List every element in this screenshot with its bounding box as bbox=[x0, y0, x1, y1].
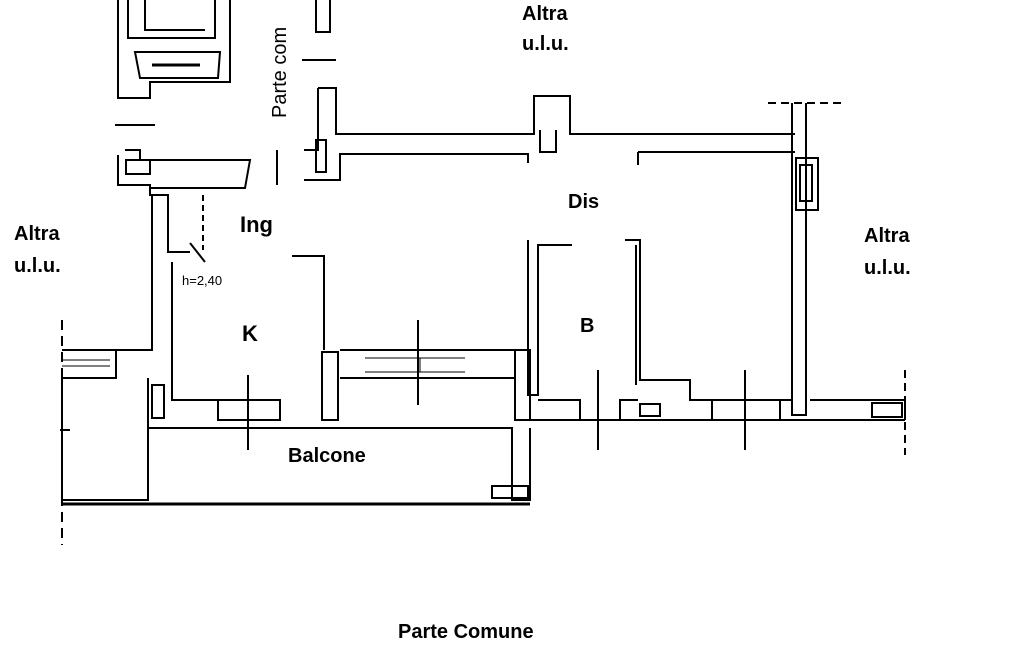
label-parte-com: Parte com bbox=[269, 26, 291, 118]
label-parte-comune: Parte Comune bbox=[398, 621, 534, 643]
label-height: h=2,40 bbox=[182, 273, 223, 288]
label-ing: Ing bbox=[240, 212, 273, 237]
label-altra-left-1: Altra bbox=[14, 223, 60, 245]
k-inner-wall bbox=[171, 262, 218, 401]
k-right-wall bbox=[292, 255, 325, 350]
label-b: B bbox=[580, 315, 595, 337]
ing-wall-inner bbox=[125, 149, 252, 189]
balcone-wall-top bbox=[147, 378, 531, 501]
upper-column bbox=[315, 139, 327, 173]
label-altra-top-1: Altra bbox=[522, 3, 568, 25]
balcone-window bbox=[365, 357, 465, 373]
balcone-drain bbox=[491, 485, 529, 499]
label-altra-top-2: u.l.u. bbox=[522, 33, 569, 55]
cabinet-block bbox=[117, 0, 231, 99]
door-leaf bbox=[189, 242, 206, 263]
right-column bbox=[795, 157, 819, 211]
upper-wall-right bbox=[637, 151, 795, 165]
k-pillar bbox=[321, 351, 339, 421]
label-dis: Dis bbox=[568, 191, 600, 213]
b-left-wall bbox=[527, 240, 572, 396]
label-altra-left-2: u.l.u. bbox=[14, 255, 61, 277]
column bbox=[125, 159, 151, 175]
k-window bbox=[217, 399, 281, 421]
label-balcone: Balcone bbox=[288, 445, 366, 467]
balcone-left bbox=[61, 378, 149, 501]
upper-wall bbox=[318, 87, 795, 135]
b-bottom-wall bbox=[538, 399, 638, 421]
notch bbox=[539, 130, 557, 153]
upper-wall-inner bbox=[304, 153, 529, 181]
label-altra-right-2: u.l.u. bbox=[864, 257, 911, 279]
b-fixture bbox=[639, 403, 661, 417]
right-window bbox=[871, 402, 903, 418]
label-altra-right-1: Altra bbox=[864, 225, 910, 247]
corridor-wall-top bbox=[315, 0, 331, 33]
k-column bbox=[151, 384, 165, 419]
right-wall bbox=[791, 103, 807, 416]
window-left bbox=[62, 359, 110, 367]
ing-wall bbox=[117, 155, 190, 253]
balcone-window-frame bbox=[340, 349, 516, 379]
right-column-inner bbox=[799, 164, 813, 202]
label-k: K bbox=[242, 321, 258, 346]
b-right-wall bbox=[625, 239, 792, 401]
upper-wall-left bbox=[304, 88, 319, 151]
